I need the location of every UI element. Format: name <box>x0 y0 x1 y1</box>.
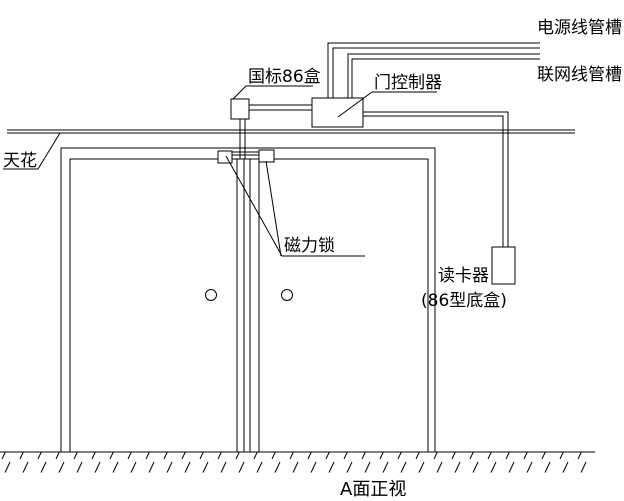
reader-conduit-outer <box>363 111 509 247</box>
magnetic-lock-leader-right <box>265 160 282 257</box>
reader-conduit-lines <box>363 111 509 247</box>
door-handle-right <box>281 289 293 301</box>
ground-hatch <box>0 452 595 473</box>
label-network-conduit: 联网线管槽 <box>537 65 622 85</box>
magnetic-lock-left-box <box>217 150 233 164</box>
label-power-conduit: 电源线管槽 <box>537 18 622 38</box>
network-conduit-line-outer <box>347 53 540 98</box>
power-conduit-lines <box>327 42 540 98</box>
network-conduit-line-inner <box>351 58 540 98</box>
gb86-controller-link <box>249 104 312 111</box>
label-ceiling: 天花 <box>3 151 37 171</box>
network-conduit-lines <box>347 53 540 98</box>
controller-leader <box>337 91 437 118</box>
ground <box>0 451 595 473</box>
card-reader-box <box>491 246 516 285</box>
label-card-reader-note: (86型底盒) <box>421 291 507 311</box>
door-frame-outer <box>60 147 436 452</box>
label-door-controller: 门控制器 <box>374 73 442 93</box>
gb86-leader <box>232 85 313 100</box>
gb86-junction-box <box>230 98 250 120</box>
lock-conduit-lines <box>232 119 259 159</box>
ceiling-leader <box>3 132 61 170</box>
leader-lines <box>3 85 437 257</box>
magnetic-lock-leader-left <box>225 155 365 257</box>
door-handle-left <box>205 289 217 301</box>
magnetic-lock-right-box <box>258 149 275 163</box>
door-frame-inner <box>69 158 429 452</box>
label-gb86-box: 国标86盒 <box>248 67 321 87</box>
label-magnetic-lock: 磁力锁 <box>284 236 335 256</box>
reader-conduit-inner <box>363 115 504 247</box>
door-controller-box <box>311 97 364 128</box>
label-view-caption: A面正视 <box>340 479 406 500</box>
ceiling-lines <box>7 129 575 134</box>
label-card-reader: 读卡器 <box>438 266 489 286</box>
door-frame <box>60 147 436 452</box>
power-conduit-line-inner <box>332 47 540 98</box>
power-conduit-line-outer <box>327 42 540 98</box>
